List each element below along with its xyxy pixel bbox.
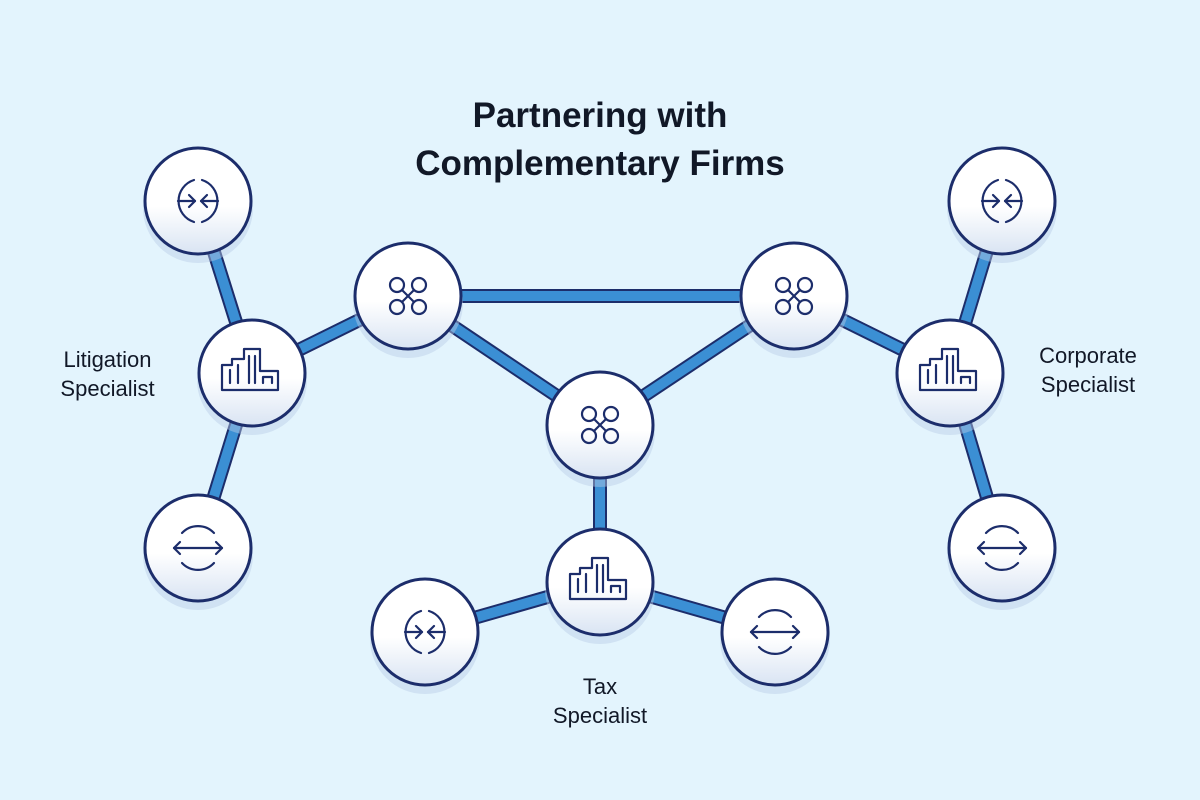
building-icon bbox=[568, 556, 628, 601]
tax-label-line-2: Specialist bbox=[552, 703, 648, 728]
node-lit-bottom bbox=[143, 493, 253, 610]
node-hub-center bbox=[545, 370, 655, 487]
four-circles-icon bbox=[580, 405, 620, 445]
arrows-outward-icon bbox=[749, 609, 801, 655]
node-hub-right bbox=[739, 241, 849, 358]
building-icon bbox=[220, 347, 280, 392]
page-title: Partnering with Complementary Firms bbox=[300, 92, 900, 188]
arrows-outward-icon bbox=[976, 525, 1028, 571]
corporate-specialist-label: Corporate Specialist bbox=[1018, 341, 1158, 399]
tax-specialist-label: Tax Specialist bbox=[535, 672, 665, 730]
node-corporate bbox=[895, 318, 1005, 435]
node-lit-top bbox=[143, 146, 253, 263]
arrows-inward-icon bbox=[403, 609, 447, 655]
node-corp-bottom bbox=[947, 493, 1057, 610]
title-line-2: Complementary Firms bbox=[415, 144, 785, 183]
litigation-label-line-2: Specialist bbox=[60, 376, 155, 401]
node-corp-top bbox=[947, 146, 1057, 263]
arrows-inward-icon bbox=[980, 178, 1024, 224]
litigation-label-line-1: Litigation bbox=[63, 347, 152, 372]
node-litigation bbox=[197, 318, 307, 435]
tax-label-line-1: Tax bbox=[582, 674, 618, 699]
arrows-inward-icon bbox=[176, 178, 220, 224]
building-icon bbox=[918, 347, 978, 392]
litigation-specialist-label: Litigation Specialist bbox=[40, 345, 175, 403]
title-line-1: Partnering with bbox=[472, 96, 728, 135]
node-hub-left bbox=[353, 241, 463, 358]
corporate-label-line-1: Corporate bbox=[1039, 343, 1137, 368]
corporate-label-line-2: Specialist bbox=[1040, 372, 1136, 397]
network-nodes bbox=[143, 146, 1057, 694]
node-tax-right bbox=[720, 577, 830, 694]
node-tax-left bbox=[370, 577, 480, 694]
arrows-outward-icon bbox=[172, 525, 224, 571]
four-circles-icon bbox=[774, 276, 814, 316]
node-tax bbox=[545, 527, 655, 644]
four-circles-icon bbox=[388, 276, 428, 316]
